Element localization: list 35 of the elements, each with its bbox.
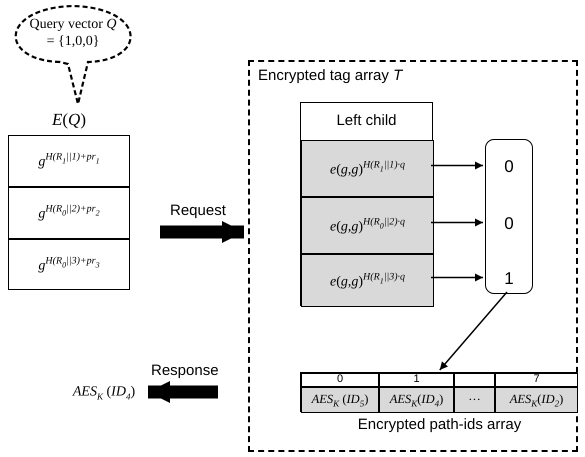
dashed-container (248, 60, 578, 452)
table-cell (301, 254, 434, 307)
formula: AES$_{K}$(ID$_{2}$) (508, 392, 564, 408)
table-cell (454, 373, 495, 387)
array-caption: Encrypted path-ids array (356, 416, 522, 433)
table-cell (301, 387, 379, 413)
edge-label: Response (149, 362, 221, 379)
bit-value: 0 (503, 157, 515, 177)
bit-vector-box (485, 139, 533, 294)
table-cell (8, 135, 130, 187)
table-cell (8, 187, 130, 239)
formula: AES$_{K}$(ID$_{4}$) (388, 392, 444, 408)
index-text: 7 (532, 373, 541, 385)
output-text-label: AES$_{K}$ (ID$_{4}$) (71, 384, 136, 402)
table-cell (454, 387, 495, 413)
table-cell (495, 373, 578, 387)
bubble-text: Query vector Q = {1,0,0} (29, 16, 117, 50)
index-text: 1 (412, 373, 421, 385)
table-cell (301, 140, 434, 197)
column-heading: E(Q) (50, 110, 87, 130)
table-cell (8, 239, 130, 290)
column-heading: Left child (335, 112, 398, 129)
table-cell (495, 387, 578, 413)
table-cell (301, 373, 379, 387)
bit-value: 0 (503, 214, 515, 234)
table-cell (301, 197, 434, 254)
formula: ··· (467, 392, 482, 408)
table-cell (379, 373, 454, 387)
index-text: 0 (336, 373, 344, 385)
table-cell (379, 387, 454, 413)
formula: AES$_{K}$ (ID$_{5}$) (310, 392, 370, 408)
bit-value: 1 (503, 269, 515, 289)
tag-table (300, 102, 433, 306)
edge-label: Request (168, 202, 228, 219)
container-heading: Encrypted tag array T (258, 67, 402, 84)
